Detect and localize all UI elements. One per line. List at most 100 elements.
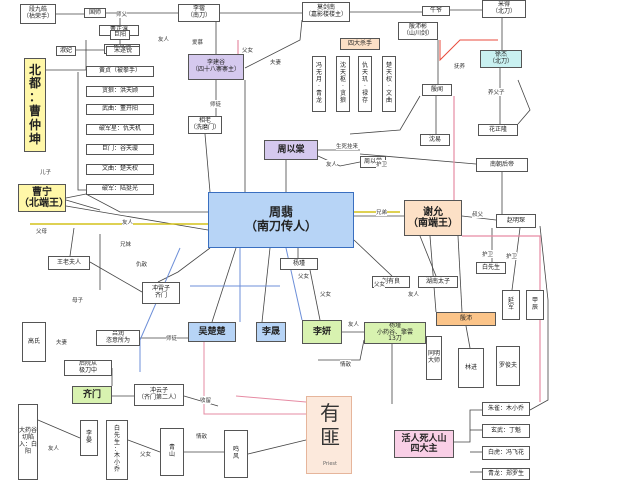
edge-label: 护卫 [482,250,494,258]
node-qingshan: 青 山 [160,428,184,476]
node-houyuan: 后院从 极刀中 [64,360,112,376]
node-qimen: 齐门 [72,386,112,404]
edge-label: 夫妻 [56,338,68,346]
edge-e13 [204,133,211,193]
edge-e21 [517,79,531,125]
node-jiajiang: 甲 辰 [526,290,544,320]
logo-seal: 有 匪 Priest [306,396,352,474]
edge-label: 情敌 [340,360,352,368]
node-hongzhao: 殷沛彬 （山川剑） [398,22,438,40]
node-jumen: 巨门：谷天璇 [86,144,154,155]
edge-label: 爱慕 [192,38,204,46]
node-poujun: 破军星：仇天机 [86,124,154,135]
edge-label: 兄弟 [376,208,388,216]
edge-label: 友人 [348,320,360,328]
edge-e38 [309,269,321,321]
node-k2: 玄武：丁魁 [482,424,530,438]
edge-label: 父女 [320,290,332,298]
edge-label: 友人 [326,160,338,168]
node-baiyi: 白 先 生 ： 木 小 乔 [106,420,128,480]
node-liwen-nan: 李蓿 （南刀） [178,4,220,22]
edge-label: 师徒 [210,100,222,108]
node-shenyi: 沈易 [420,134,450,146]
node-yinpei: 殷沛 [436,312,496,326]
node-k4: 青龙：郑罗生 [482,468,530,480]
edge-e32 [65,205,209,231]
edge-label: 养父子 [488,88,505,96]
node-fusheng: 吕润 恣意所为 [96,330,140,346]
edge-label: 友人 [48,444,60,452]
node-yan: 延 军 [502,290,520,320]
edge-label: 护卫 [506,252,518,260]
node-k1: 朱雀：木小乔 [482,402,530,416]
edge-e35 [69,227,75,257]
node-shufei: 淑妃 [56,46,76,56]
node-luojun: 罗俊夫 [496,346,520,386]
node-wusha3: 仇 天 玑 · 禄 存 [358,56,372,112]
edge-e45 [465,325,471,349]
edge-label: 生死挂来 [336,142,359,150]
node-guoshi: 国师 [84,8,106,18]
node-linjin: 林进 [458,348,484,388]
node-wusha2: 沈 天 枢 · 贪 狼 [336,56,350,112]
node-wusha1: 冯 无 月 · 青 龙 [312,56,326,112]
edge-pink-3 [462,235,541,402]
node-zhaoyunyi: 周以棠 [264,140,318,160]
node-xieyun: 谢允 （南端王） [404,200,462,236]
edge-e53 [37,419,81,439]
node-duanjiujie: 段九皓 （枯荣手） [20,4,56,24]
edge-label: 抚养 [454,62,466,70]
node-poujun2: 破军：陆挺光 [86,184,154,195]
edge-label: 师徒 [166,334,178,342]
node-liqingdi: 李建谷 （四十八寨寨主） [188,54,244,80]
node-tanlang: 贪狼：洪天顾 [86,86,154,97]
edge-pink-5 [235,395,307,403]
node-nanzhaohou: 南朝后帝 [476,158,528,172]
node-dashan: 大药谷切陷入：白阳 [18,404,38,480]
edge-e39 [261,247,271,323]
node-huangtaizi: 湖南太子 [418,276,458,288]
node-gaoshi: 高氏 [22,322,46,362]
node-caoning: 曹宁 （北端王） [18,184,66,212]
edge-e23 [349,95,421,135]
edge-e36 [89,261,143,293]
edge-e40 [211,247,237,323]
edge-e18 [359,153,477,165]
node-zhaoxuan: 吴楚楚 [188,322,236,342]
node-zhoufei: 周翡 （南刀传人） [208,192,354,248]
edge-e25 [65,193,208,213]
edge-label: 父母 [36,227,48,235]
node-wuqu: 武曲：董开阳 [86,104,154,115]
node-xujiu: 徐杰 （北刀） [480,50,522,68]
edge-e41 [353,239,393,277]
edge-e33 [157,247,211,283]
node-wenqu: 文曲：楚天权 [86,164,154,175]
edge-e31 [65,199,101,211]
edge-label: 收留 [200,396,212,404]
node-yinwen: 殷闻 [422,84,452,96]
edge-label: 友人 [408,290,420,298]
edge-label: 叔父 [472,210,484,218]
edge-label: 兄妹 [120,240,132,248]
node-tongmingzu: 同明大师 [426,336,442,380]
node-chongxiao: 冲云子 （齐门第二人） [134,384,184,406]
edge-label: 儿子 [40,168,52,176]
node-huajie: 花正隆 [478,124,518,136]
edge-label: 母子 [72,296,84,304]
edge-label: 护卫 [376,160,388,168]
node-jiangjing: 黄贞（被拳手） [86,66,154,77]
edge-e61 [529,225,549,411]
edge-pink-4 [203,342,306,415]
node-yang: 杨瑾 小药谷、擎雲 13刀 [364,322,426,344]
edge-label: 情敌 [196,432,208,440]
node-lisheng: 李晟 [256,322,286,342]
node-xiansheng: 白先生 [476,262,506,274]
node-mingfeng: 鸣 风 [224,430,248,478]
node-moliang: 李 晏 [80,420,98,456]
node-mothan: 莫剑南 （嘉影楼楼主） [302,2,350,22]
edge-e9 [77,72,86,191]
edge-e44 [457,235,463,313]
node-yingdao: 米得 （北刀） [482,0,526,18]
node-juyang: 巨阳 [110,30,130,40]
